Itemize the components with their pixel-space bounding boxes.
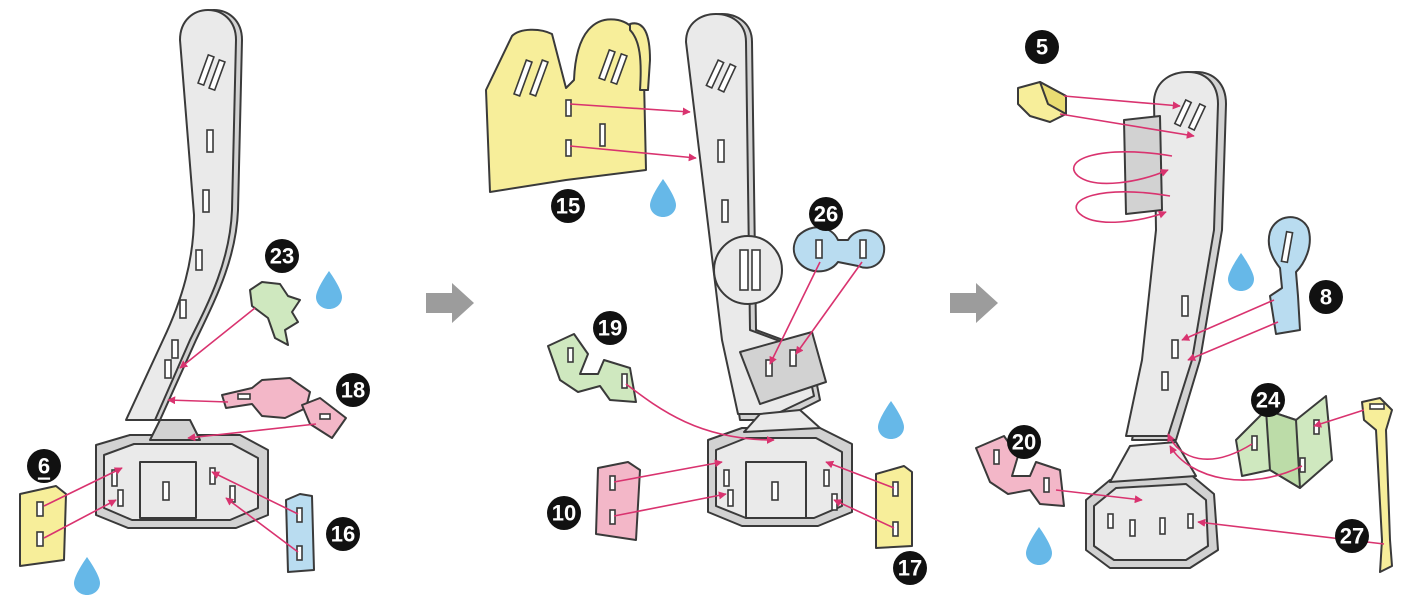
part-5-piece bbox=[1018, 82, 1066, 122]
svg-text:20: 20 bbox=[1012, 430, 1036, 455]
svg-text:23: 23 bbox=[270, 244, 294, 269]
glue-drop-icon bbox=[316, 271, 342, 309]
leader-line bbox=[188, 424, 316, 438]
part-26-piece bbox=[794, 227, 884, 271]
step-2-illustration bbox=[486, 14, 912, 548]
part-number-badge: 20 bbox=[1007, 425, 1041, 459]
svg-text:27: 27 bbox=[1340, 524, 1364, 549]
part-number-badge: 23 bbox=[265, 239, 299, 273]
svg-text:15: 15 bbox=[556, 194, 580, 219]
part-number-badge: 17 bbox=[893, 551, 927, 585]
leader-line bbox=[168, 400, 228, 402]
leader-line bbox=[796, 262, 862, 354]
svg-text:5: 5 bbox=[1036, 35, 1048, 60]
svg-text:17: 17 bbox=[898, 556, 922, 581]
glue-drop-icon bbox=[1026, 527, 1052, 565]
part-16-piece bbox=[286, 494, 314, 572]
glue-drop-icon bbox=[878, 401, 904, 439]
part-27-piece bbox=[1362, 398, 1392, 572]
part-18-piece bbox=[222, 378, 346, 438]
part-15-piece bbox=[486, 19, 650, 192]
part-number-badge: 18 bbox=[336, 373, 370, 407]
part-number-badge: 19 bbox=[593, 311, 627, 345]
svg-text:18: 18 bbox=[341, 378, 365, 403]
part-number-badge: 16 bbox=[326, 517, 360, 551]
part-number-badge: 8 bbox=[1309, 280, 1343, 314]
part-number-badge: 27 bbox=[1335, 519, 1369, 553]
step-arrow-icon bbox=[950, 283, 998, 323]
part-8-piece bbox=[1269, 217, 1310, 334]
part-number-badge: 5 bbox=[1025, 30, 1059, 64]
svg-text:8: 8 bbox=[1320, 285, 1332, 310]
step-arrow-icon bbox=[426, 283, 474, 323]
part-number-badge: 10 bbox=[547, 496, 581, 530]
part-number-badge: 15 bbox=[551, 189, 585, 223]
part-23-piece bbox=[250, 282, 300, 345]
svg-text:19: 19 bbox=[598, 316, 622, 341]
svg-text:10: 10 bbox=[552, 501, 576, 526]
step-1-illustration bbox=[20, 10, 346, 595]
tower-arm bbox=[686, 14, 826, 420]
glue-drop-icon bbox=[74, 557, 100, 595]
svg-text:6: 6 bbox=[38, 454, 50, 479]
part-number-badge: 6 bbox=[27, 449, 61, 483]
tower-arm bbox=[126, 10, 242, 420]
glue-drop-icon bbox=[650, 179, 676, 217]
step-3-illustration bbox=[976, 72, 1392, 572]
svg-text:24: 24 bbox=[1256, 388, 1281, 413]
part-17-piece bbox=[876, 466, 912, 548]
part-number-badge: 24 bbox=[1251, 383, 1285, 417]
glue-drop-icon bbox=[1228, 253, 1254, 291]
tower-base bbox=[1086, 442, 1218, 568]
part-number-badge: 26 bbox=[809, 197, 843, 231]
part-19-piece bbox=[548, 334, 636, 402]
tower-base bbox=[96, 420, 268, 528]
svg-text:16: 16 bbox=[331, 522, 355, 547]
svg-text:26: 26 bbox=[814, 202, 838, 227]
part-10-piece bbox=[596, 462, 640, 540]
tower-base bbox=[708, 410, 852, 526]
